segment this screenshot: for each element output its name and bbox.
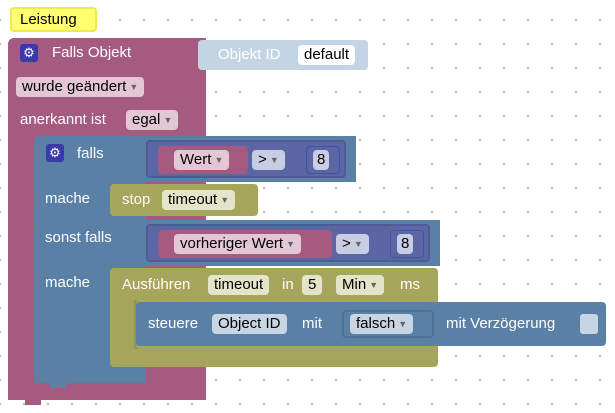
chevron-down-icon: ▼	[269, 155, 279, 165]
operator-value: >	[342, 235, 351, 252]
chevron-down-icon: ▼	[369, 280, 379, 290]
chevron-down-icon: ▼	[220, 195, 230, 205]
chevron-down-icon: ▼	[353, 239, 363, 249]
chevron-down-icon: ▼	[214, 155, 224, 165]
control-block[interactable]: steuere Object ID mit falsch ▼ mit Verzö…	[136, 302, 606, 346]
variable-dropdown[interactable]: Wert ▼	[174, 150, 230, 170]
stop-label: stop	[122, 191, 151, 208]
compare-block-1[interactable]: Wert ▼ > ▼ 8	[146, 140, 346, 178]
variable-dropdown-value: vorheriger Wert	[180, 235, 284, 252]
chevron-down-icon: ▼	[398, 319, 408, 329]
operator-value: >	[258, 151, 267, 168]
gear-icon[interactable]: ⚙	[46, 144, 64, 162]
run-in-label: in	[282, 276, 294, 293]
object-id-input-block[interactable]: Objekt ID default	[198, 40, 368, 70]
do-label: mache	[45, 190, 91, 207]
chevron-down-icon: ▼	[286, 239, 296, 249]
variable-block-vorheriger[interactable]: vorheriger Wert ▼	[158, 230, 332, 258]
boolean-block[interactable]: falsch ▼	[342, 310, 434, 338]
do2-label: mache	[45, 274, 91, 291]
trigger-title: Falls Objekt	[52, 44, 132, 61]
if-bottom-notch	[50, 383, 66, 388]
run-ms-label: ms	[400, 276, 420, 293]
ack-dropdown-value: egal	[132, 111, 161, 128]
stop-timeout-value: timeout	[168, 191, 218, 208]
run-unit-value: Min	[342, 276, 367, 293]
number-block[interactable]: 8	[306, 146, 340, 174]
operator-dropdown[interactable]: > ▼	[336, 234, 369, 254]
number-value[interactable]: 8	[397, 234, 414, 254]
variable-dropdown-value: Wert	[180, 151, 212, 168]
changed-dropdown-value: wurde geändert	[22, 78, 127, 95]
number-block[interactable]: 8	[390, 230, 424, 258]
run-unit-dropdown[interactable]: Min ▼	[336, 275, 385, 295]
object-id-label: Objekt ID	[218, 46, 281, 63]
elseif-label: sonst falls	[45, 229, 112, 246]
compare-block-2[interactable]: vorheriger Wert ▼ > ▼ 8	[146, 224, 430, 262]
block-comment[interactable]: Leistung	[10, 7, 97, 32]
delay-checkbox[interactable]	[580, 314, 598, 334]
control-target[interactable]: Object ID	[212, 314, 287, 334]
control-delay-label: mit Verzögerung	[446, 315, 556, 332]
operator-dropdown[interactable]: > ▼	[252, 150, 285, 170]
object-id-value[interactable]: default	[298, 45, 356, 65]
stop-timeout-dropdown[interactable]: timeout ▼	[162, 190, 236, 210]
ack-dropdown[interactable]: egal ▼	[126, 110, 179, 130]
run-label: Ausführen	[122, 276, 191, 293]
chevron-down-icon: ▼	[163, 115, 173, 125]
chevron-down-icon: ▼	[129, 82, 139, 92]
variable-block-wert[interactable]: Wert ▼	[158, 146, 248, 174]
trigger-bottom-notch	[25, 400, 41, 405]
if-label: falls	[77, 145, 104, 162]
gear-icon[interactable]: ⚙	[20, 44, 38, 62]
boolean-value: falsch	[356, 315, 396, 332]
ack-label: anerkannt ist	[20, 111, 106, 128]
number-value[interactable]: 8	[313, 150, 330, 170]
variable-dropdown[interactable]: vorheriger Wert ▼	[174, 234, 302, 254]
control-with-label: mit	[302, 315, 322, 332]
changed-dropdown[interactable]: wurde geändert ▼	[16, 77, 145, 97]
boolean-dropdown[interactable]: falsch ▼	[350, 314, 414, 334]
comment-text: Leistung	[20, 11, 77, 28]
run-amount-value[interactable]: 5	[302, 275, 323, 295]
stop-timeout-block[interactable]: stop timeout ▼	[110, 184, 258, 216]
run-timeout-name[interactable]: timeout	[208, 275, 270, 295]
control-label: steuere	[148, 315, 199, 332]
